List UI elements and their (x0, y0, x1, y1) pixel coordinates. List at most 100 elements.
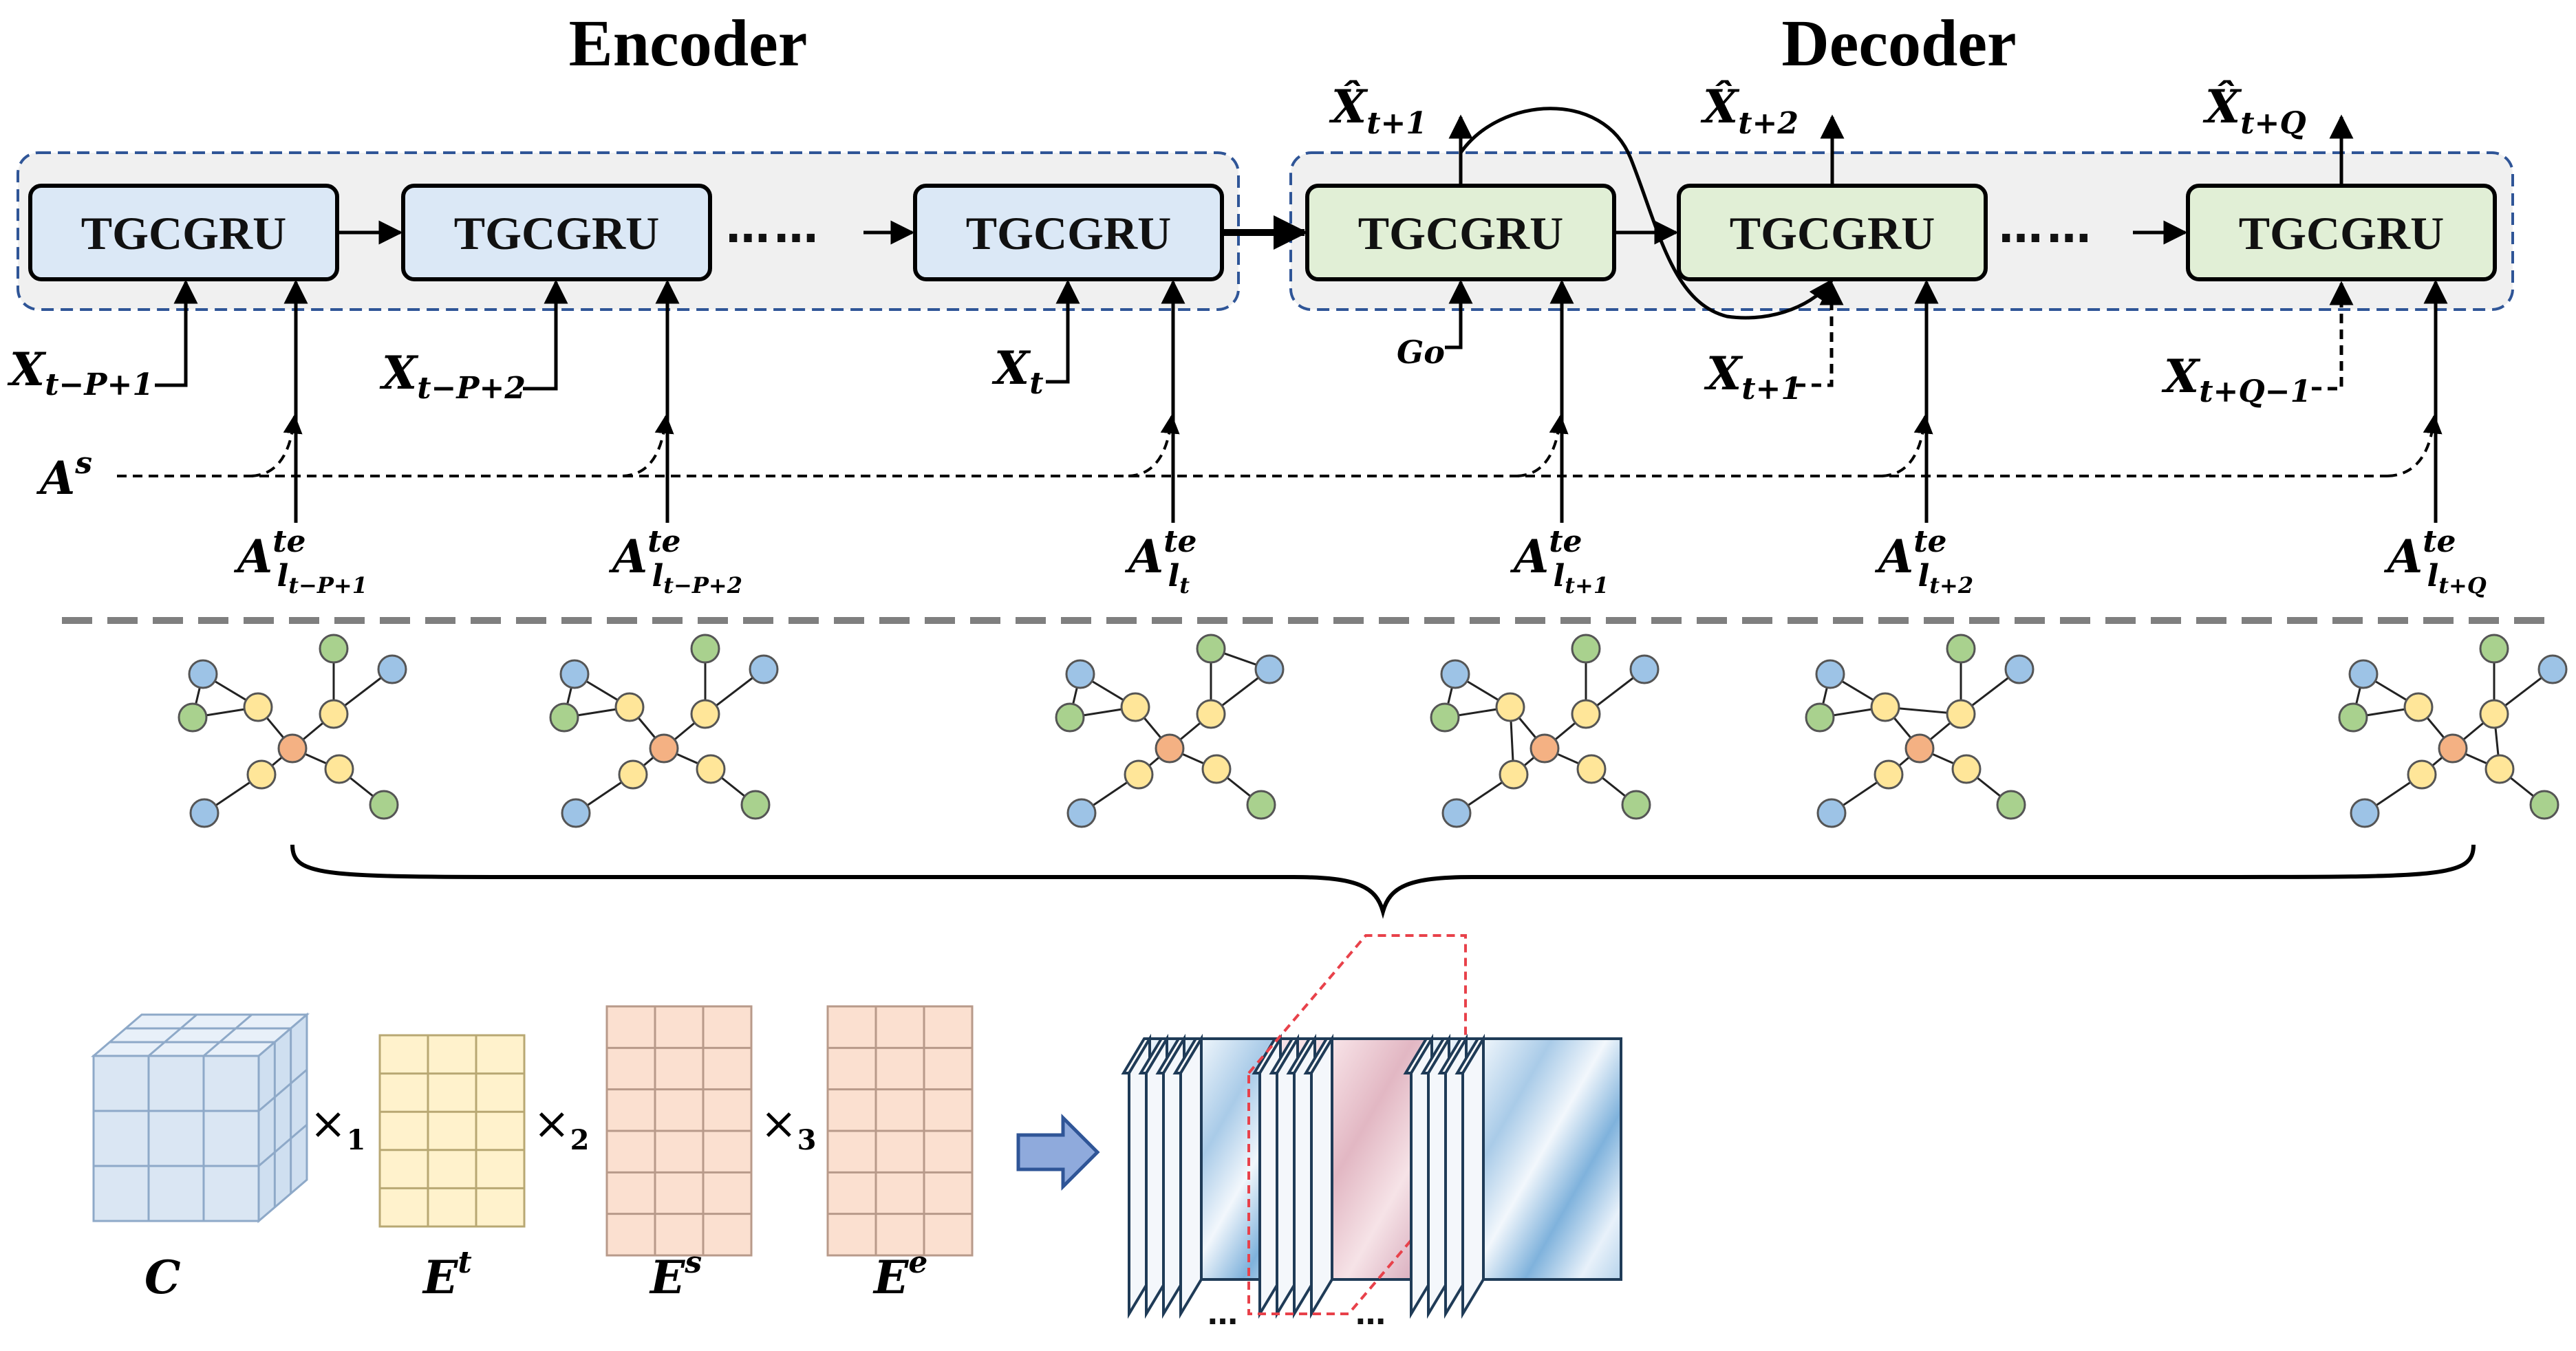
graph-node (1815, 659, 1845, 689)
graph-node (246, 759, 277, 790)
graph-node (559, 659, 590, 689)
graph-node (740, 790, 771, 820)
svg-text:TGCGRU: TGCGRU (2239, 207, 2444, 259)
graph-node (1124, 759, 1154, 790)
decoder-cell: TGCGRU (1677, 184, 1988, 281)
graph-node (2350, 798, 2380, 828)
graph-node (1254, 654, 1285, 684)
input-label: Xt−P+1 (7, 343, 153, 402)
graph-node (1904, 733, 1935, 764)
graph-node (377, 654, 407, 684)
graph-node (690, 634, 720, 664)
graph-node (1065, 659, 1095, 689)
graph-node (2004, 654, 2035, 684)
graph-node (1196, 634, 1226, 664)
stack-ellipsis: … (1208, 1297, 1242, 1332)
output-label: X̂t+Q (2202, 80, 2306, 141)
graph-node (1196, 699, 1226, 729)
output-arrows (1448, 114, 2354, 186)
static-adjacency-line (117, 414, 2443, 477)
decoder-title: Decoder (1781, 6, 2016, 80)
graph-node (1066, 798, 1097, 828)
graph-node (696, 754, 726, 784)
graph-node (189, 798, 219, 828)
graph-node (2403, 692, 2434, 722)
graph-snapshots (178, 634, 2568, 828)
stack-ellipsis: … (1355, 1297, 1390, 1332)
svg-text:TGCGRU: TGCGRU (454, 207, 659, 259)
encoder-cell: TGCGRU (401, 184, 712, 281)
graph-node (614, 692, 645, 722)
graph-node (1621, 790, 1651, 820)
factor-matrix-et (378, 1034, 526, 1228)
graph-node (188, 659, 218, 689)
static-adjacency-label: As (36, 446, 92, 505)
output-label: X̂t+1 (1329, 80, 1427, 141)
input-label: Xt+1 (1704, 347, 1802, 407)
adjacency-slice (1482, 1037, 1622, 1281)
tensor-term-label: Es (649, 1245, 702, 1304)
svg-text:TGCGRU: TGCGRU (1358, 207, 1563, 259)
tensor-term-label: Ee (872, 1245, 927, 1304)
mode-product: ×3 (760, 1099, 816, 1156)
svg-text:TGCGRU: TGCGRU (966, 207, 1171, 259)
svg-text:X̂t+2: X̂t+2 (1700, 80, 1799, 141)
feedback-loop (1459, 107, 1834, 320)
graph-node (2479, 634, 2509, 664)
graph-node (369, 790, 399, 820)
input-label: Xt−P+2 (379, 346, 526, 406)
tensor-term-label: Et (422, 1245, 472, 1304)
graph-node (749, 654, 779, 684)
graph-node (1495, 692, 1525, 722)
input-label: Xt (991, 341, 1044, 401)
graph-node (1430, 702, 1460, 733)
graph-node (319, 699, 349, 729)
input-label: Xt+Q−1 (2161, 349, 2311, 409)
graph-node (2348, 659, 2379, 689)
graph-node (1870, 692, 1900, 722)
temporal-adjacency-arrows (283, 279, 2448, 523)
svg-text:TGCGRU: TGCGRU (1730, 207, 1935, 259)
graph-node (690, 699, 720, 729)
graph-node (243, 692, 273, 722)
graph-node (1816, 798, 1847, 828)
svg-text:X̂t+Q: X̂t+Q (2202, 80, 2306, 141)
graph-node (1120, 692, 1150, 722)
graph-node (319, 634, 349, 664)
graph-node (1530, 733, 1560, 764)
graph-node (1951, 754, 1982, 784)
graph-node (2529, 790, 2559, 820)
adjacency-slice-stack (1121, 934, 1622, 1319)
graph-node (1246, 790, 1276, 820)
graph-node (1576, 754, 1607, 784)
encoder-title: Encoder (569, 6, 808, 80)
graph-node (1201, 754, 1232, 784)
go-token: Go (1397, 334, 1445, 371)
graph-node (618, 759, 648, 790)
encoder-cell: TGCGRU (913, 184, 1224, 281)
graph-node (1629, 654, 1660, 684)
result-arrow (1016, 1113, 1100, 1191)
graph-node (1441, 798, 1472, 828)
graph-node (1996, 790, 2026, 820)
graph-snapshot (178, 634, 407, 828)
mode-product: ×1 (310, 1099, 365, 1156)
graph-node (2484, 754, 2515, 784)
graph-snapshot (549, 634, 779, 828)
decoder-cell: TGCGRU (1305, 184, 1616, 281)
tensor-term-label: C (144, 1251, 181, 1304)
graph-node (1805, 702, 1835, 733)
graph-node (1499, 759, 1529, 790)
graph-node (1571, 699, 1601, 729)
factor-matrix-es (605, 1005, 753, 1257)
graph-node (1155, 733, 1185, 764)
input-arrows (155, 279, 1473, 391)
graph-node (324, 754, 354, 784)
